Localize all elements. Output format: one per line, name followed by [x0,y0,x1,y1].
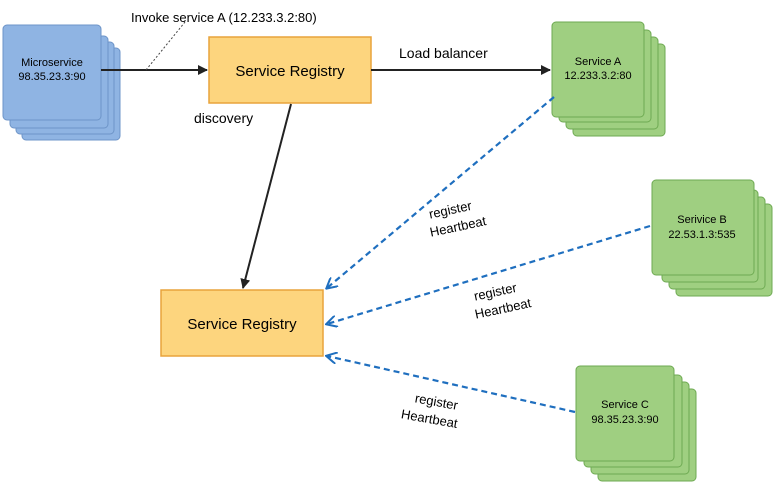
load-balancer-label: Load balancer [399,45,488,61]
microservice-box [2,24,102,121]
service-b-stack: Serivice B 22.53.1.3:535 [651,179,773,297]
discovery-arrow [240,103,292,289]
microservice-stack: Microservice 98.35.23.3:90 [2,24,121,141]
service-b-register-arrow [327,224,651,324]
discovery-label: discovery [194,110,253,126]
service-c-address: 98.35.23.3:90 [591,414,658,426]
service-a-stack: Service A 12.233.3.2:80 [551,21,666,137]
microservice-address: 98.35.23.3:90 [18,71,85,83]
service-b-title: Serivice B [677,214,727,226]
service-b-box [651,179,755,276]
service-c-link-label: register Heartbeat [400,390,460,431]
service-a-register-arrow [327,96,555,288]
service-c-title: Service C [601,399,649,411]
service-a-address: 12.233.3.2:80 [564,70,631,82]
invoke-callout-line [145,21,186,71]
service-c-stack: Service C 98.35.23.3:90 [575,365,697,482]
service-a-box [551,21,645,118]
service-registry-bottom-label: Service Registry [187,316,297,333]
invoke-label: Invoke service A (12.233.3.2:80) [131,10,317,25]
service-c-box [575,365,675,462]
service-b-link-label: register Heartbeat [472,280,532,322]
service-registry-bottom: Service Registry [160,289,324,357]
service-a-link-label: register Heartbeat [427,198,487,240]
service-registry-top-label: Service Registry [235,63,345,80]
service-registry-top: Service Registry [208,36,372,104]
service-c-register-arrow [327,356,576,414]
service-a-title: Service A [575,56,622,68]
microservice-title: Microservice [21,57,83,69]
service-b-address: 22.53.1.3:535 [668,229,735,241]
